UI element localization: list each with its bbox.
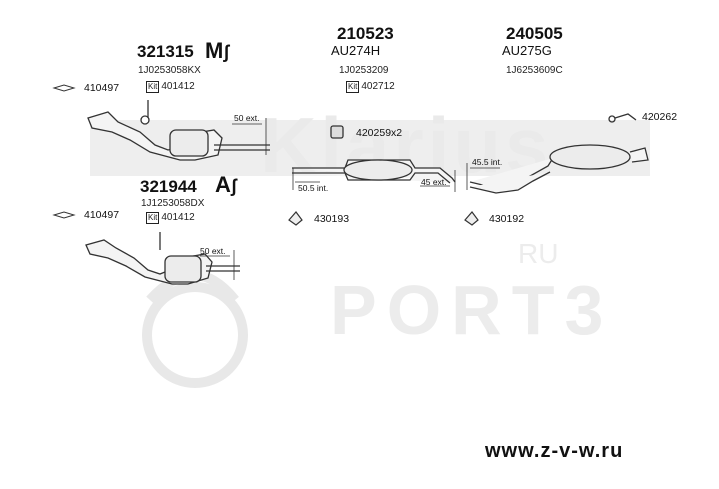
- part-number-321315[interactable]: 321315: [137, 42, 194, 61]
- part-name-AU274H: AU274H: [331, 43, 381, 58]
- kit-number[interactable]: 401412: [161, 81, 195, 92]
- kit-label: Kit: [146, 81, 160, 93]
- gasket-1: [52, 84, 76, 92]
- part-number-240505[interactable]: 240505: [506, 24, 563, 43]
- kit-label: Kit: [346, 81, 360, 93]
- oem-code-1J0253209: 1J0253209: [339, 65, 389, 76]
- gasket-2: [52, 211, 76, 219]
- part-number-321944[interactable]: 321944: [140, 177, 197, 196]
- part-number-210523[interactable]: 210523: [337, 24, 394, 43]
- accessory-420262[interactable]: 420262: [642, 111, 678, 123]
- manifold-catalyst-bottom: [85, 232, 240, 285]
- dimension-45-ext: 45 ext.: [421, 177, 447, 187]
- kit-number[interactable]: 402712: [361, 81, 395, 92]
- ru-watermark-text: RU: [518, 238, 559, 269]
- accessory-430192[interactable]: 430192: [489, 213, 525, 225]
- site-url[interactable]: www.z-v-w.ru: [485, 440, 624, 462]
- dimension-50-5-int: 50.5 int.: [298, 183, 329, 193]
- vehicle-logo-icon: Mʃ: [205, 38, 230, 63]
- dimension-lines: [200, 118, 500, 280]
- dimension-50-ext-bottom: 50 ext.: [200, 246, 226, 256]
- hanger-420262: [608, 113, 637, 123]
- accessory-410497-top[interactable]: 410497: [84, 82, 120, 94]
- part-name-AU275G: AU275G: [502, 43, 552, 58]
- dimension-50-ext-top: 50 ext.: [234, 113, 260, 123]
- clamp-420259: [330, 125, 344, 139]
- accessory-410497-bottom[interactable]: 410497: [84, 209, 120, 221]
- accessory-430193[interactable]: 430193: [314, 213, 350, 225]
- manifold-catalyst-top: [87, 100, 270, 161]
- middle-silencer: [292, 159, 456, 184]
- oem-code-1J0253058KX: 1J0253058KX: [138, 65, 201, 76]
- dimension-45-5-int: 45.5 int.: [472, 157, 503, 167]
- accessory-420259x2[interactable]: 420259x2: [356, 127, 403, 139]
- vehicle-logo-icon-2: Aʃ: [215, 172, 237, 197]
- rubber-430192: [464, 211, 479, 226]
- port3-watermark-text: PORT3: [330, 271, 614, 349]
- kit-number[interactable]: 401412: [161, 212, 195, 223]
- rubber-430193: [288, 211, 303, 226]
- oem-code-1J1253058DX: 1J1253058DX: [141, 198, 205, 209]
- rear-silencer: [469, 144, 649, 194]
- kit-label: Kit: [146, 212, 160, 224]
- oem-code-1J6253609C: 1J6253609C: [506, 65, 563, 76]
